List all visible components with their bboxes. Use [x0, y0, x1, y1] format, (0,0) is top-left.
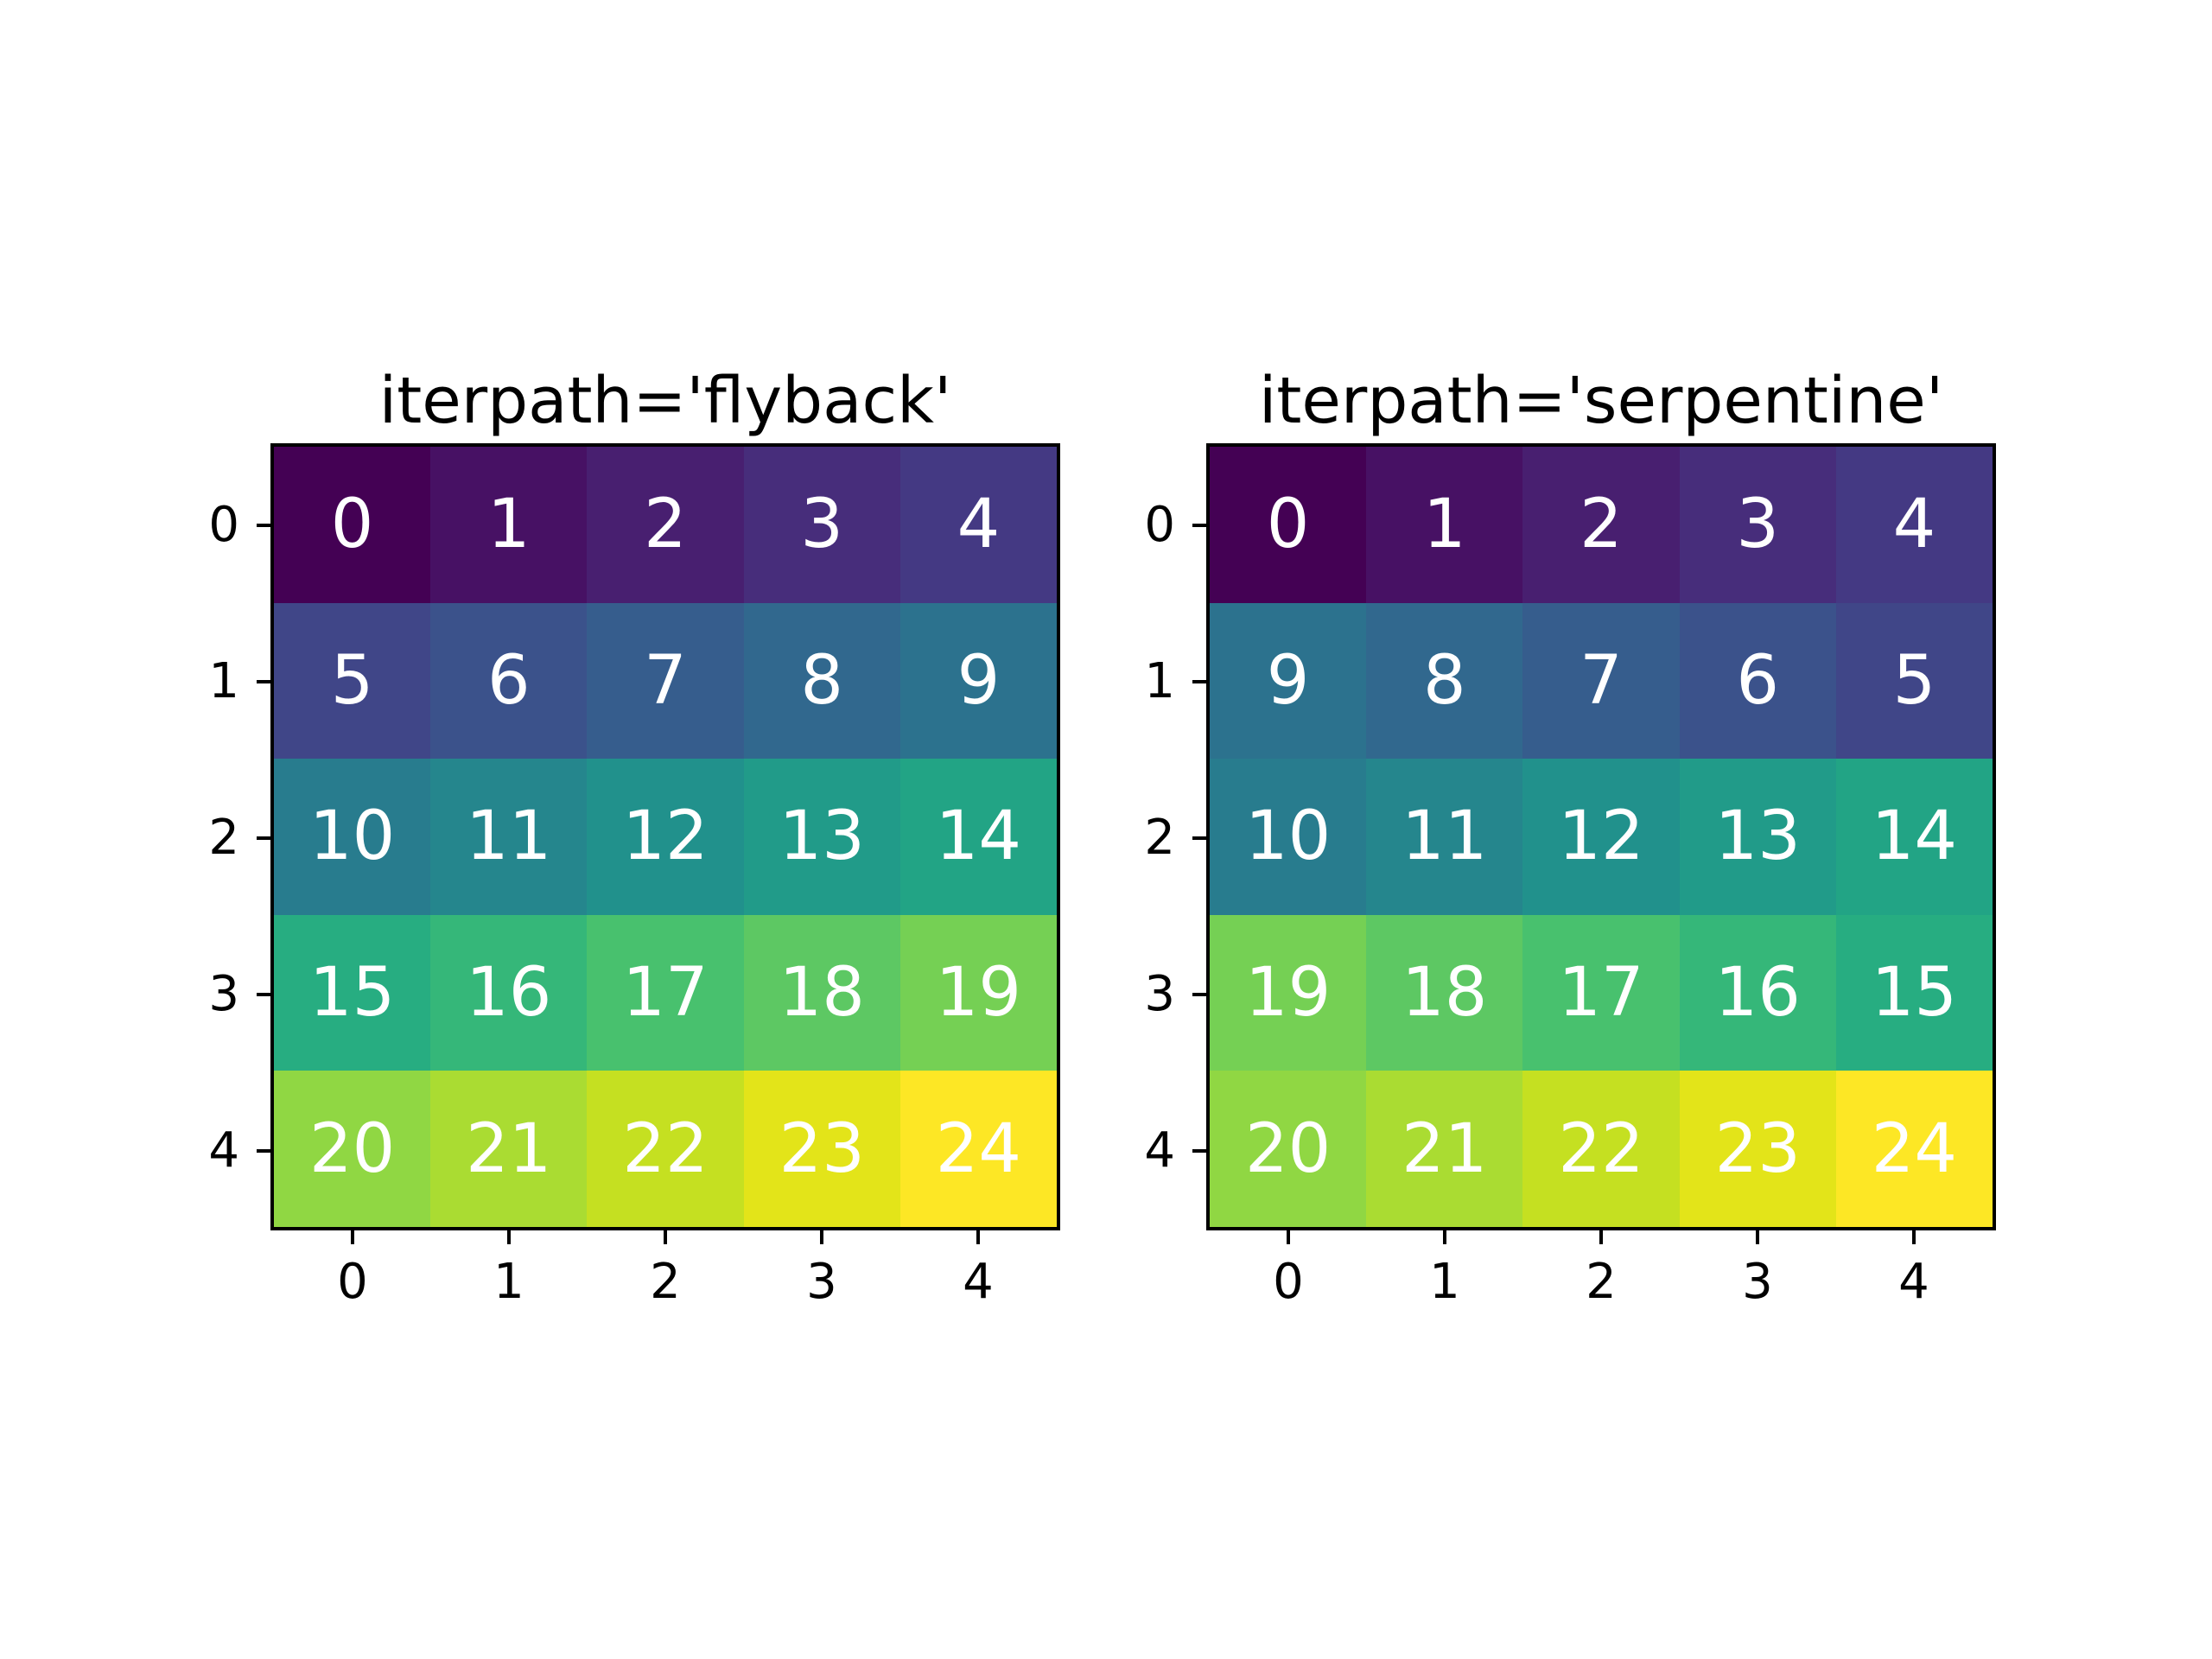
heatmap-cell: 9	[899, 602, 1057, 760]
x-tick	[1287, 1230, 1290, 1244]
y-tick	[257, 993, 270, 996]
heatmap-cell: 1	[430, 447, 588, 603]
x-tick	[664, 1230, 667, 1244]
x-tick-label: 4	[963, 1254, 994, 1310]
y-tick-label: 0	[208, 497, 239, 553]
panel-title: iterpath='serpentine'	[1258, 364, 1944, 438]
heatmap-cell: 8	[743, 602, 900, 760]
heatmap-cell: 14	[899, 759, 1057, 915]
heatmap-cell: 19	[1210, 914, 1367, 1071]
heatmap-cell: 10	[274, 759, 431, 915]
heatmap-cell: 5	[1835, 602, 1993, 760]
y-tick	[1192, 993, 1206, 996]
heatmap-cell: 17	[587, 914, 744, 1071]
heatmap-cell: 20	[1210, 1071, 1367, 1227]
heatmap-cell: 16	[1679, 914, 1836, 1071]
heatmap-cell: 0	[1210, 447, 1367, 603]
heatmap-cell: 4	[899, 447, 1057, 603]
y-tick-label: 1	[1144, 653, 1175, 709]
heatmap-cell: 15	[1835, 914, 1993, 1071]
heatmap-cell: 24	[899, 1071, 1057, 1227]
heatmap-cell: 23	[1679, 1071, 1836, 1227]
heatmap-cell: 11	[430, 759, 588, 915]
x-tick-label: 1	[493, 1254, 524, 1310]
heatmap-cell: 21	[1366, 1071, 1523, 1227]
heatmap-cell: 4	[1835, 447, 1993, 603]
y-tick	[257, 680, 270, 683]
heatmap-cell: 10	[1210, 759, 1367, 915]
x-tick	[1599, 1230, 1603, 1244]
heatmap-cell: 14	[1835, 759, 1993, 915]
heatmap-cell: 11	[1366, 759, 1523, 915]
y-tick-label: 3	[1144, 966, 1175, 1022]
y-tick-label: 2	[208, 810, 239, 866]
heatmap-cell: 13	[743, 759, 900, 915]
heatmap-cell: 2	[1522, 447, 1680, 603]
heatmap-cell: 3	[743, 447, 900, 603]
x-tick	[507, 1230, 511, 1244]
y-tick	[1192, 1149, 1206, 1153]
heatmap-cell: 22	[1522, 1071, 1680, 1227]
heatmap-cell: 6	[430, 602, 588, 760]
heatmap-cell: 20	[274, 1071, 431, 1227]
heatmap-cell: 21	[430, 1071, 588, 1227]
heatmap-cell: 24	[1835, 1071, 1993, 1227]
x-tick	[351, 1230, 354, 1244]
heatmap-cell: 18	[1366, 914, 1523, 1071]
y-tick	[257, 1149, 270, 1153]
heatmap-cell: 18	[743, 914, 900, 1071]
heatmap-cell: 8	[1366, 602, 1523, 760]
y-tick	[257, 836, 270, 840]
heatmap-cell: 23	[743, 1071, 900, 1227]
heatmap-panel-serpentine: iterpath='serpentine' 0 1 2 3 4 9 8 7 6 …	[1144, 364, 1996, 1310]
heatmap-cell: 9	[1210, 602, 1367, 760]
heatmap-cell: 22	[587, 1071, 744, 1227]
x-tick-label: 2	[650, 1254, 681, 1310]
y-tick	[257, 524, 270, 527]
heatmap-cell: 15	[274, 914, 431, 1071]
x-tick-label: 3	[806, 1254, 837, 1310]
panel-title: iterpath='flyback'	[378, 364, 952, 438]
x-tick-label: 0	[1273, 1254, 1304, 1310]
x-tick	[976, 1230, 980, 1244]
x-tick	[1756, 1230, 1759, 1244]
heatmap-cell: 1	[1366, 447, 1523, 603]
x-tick	[1912, 1230, 1916, 1244]
y-tick-label: 3	[208, 966, 239, 1022]
x-tick-label: 4	[1898, 1254, 1929, 1310]
y-tick-label: 4	[208, 1122, 239, 1179]
y-tick-label: 0	[1144, 497, 1175, 553]
y-tick	[1192, 680, 1206, 683]
heatmap-cell: 16	[430, 914, 588, 1071]
heatmap-cell: 6	[1679, 602, 1836, 760]
heatmap-cell: 0	[274, 447, 431, 603]
y-tick-label: 2	[1144, 810, 1175, 866]
y-tick	[1192, 524, 1206, 527]
heatmap-cell: 17	[1522, 914, 1680, 1071]
y-tick	[1192, 836, 1206, 840]
heatmap-cell: 12	[1522, 759, 1680, 915]
x-tick-label: 1	[1429, 1254, 1460, 1310]
heatmap-grid: 0 1 2 3 4 9 8 7 6 5 10 11 12 13 14 19 18…	[1206, 443, 1996, 1230]
heatmap-grid: 0 1 2 3 4 5 6 7 8 9 10 11 12 13 14 15 16…	[270, 443, 1060, 1230]
y-tick-label: 4	[1144, 1122, 1175, 1179]
x-tick-label: 2	[1586, 1254, 1617, 1310]
heatmap-cell: 2	[587, 447, 744, 603]
heatmap-cell: 5	[274, 602, 431, 760]
heatmap-cell: 13	[1679, 759, 1836, 915]
heatmap-cell: 3	[1679, 447, 1836, 603]
heatmap-cell: 7	[587, 602, 744, 760]
x-tick-label: 3	[1742, 1254, 1773, 1310]
y-tick-label: 1	[208, 653, 239, 709]
x-tick	[820, 1230, 823, 1244]
heatmap-cell: 12	[587, 759, 744, 915]
heatmap-cell: 19	[899, 914, 1057, 1071]
heatmap-cell: 7	[1522, 602, 1680, 760]
x-tick-label: 0	[337, 1254, 368, 1310]
x-tick	[1443, 1230, 1446, 1244]
heatmap-panel-flyback: iterpath='flyback' 0 1 2 3 4 5 6 7 8 9 1…	[208, 364, 1060, 1310]
